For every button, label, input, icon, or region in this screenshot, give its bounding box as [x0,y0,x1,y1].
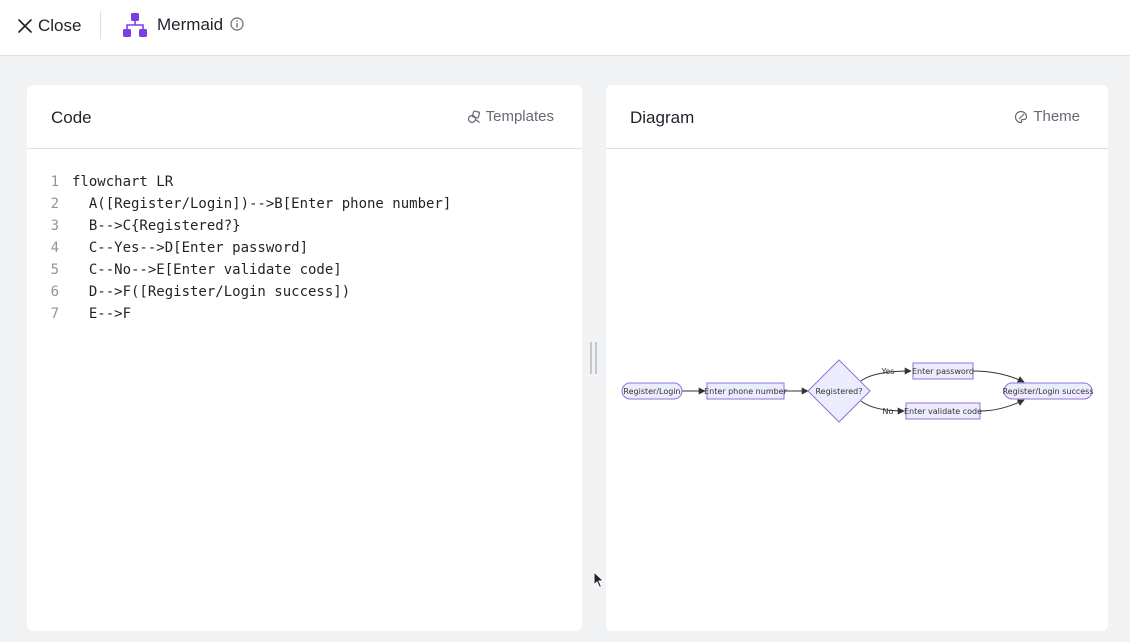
close-icon [18,19,32,33]
node-registered-decision: Registered? [807,359,871,423]
node-label: Enter phone number [704,387,788,396]
edge-label-yes: Yes [881,367,895,376]
line-number: 7 [50,306,59,322]
node-label: Registered? [815,387,862,396]
code-line: 7 E-->F [27,303,582,325]
flowchart-icon [123,13,147,37]
code-line: 2 A([Register/Login])-->B[Enter phone nu… [27,193,582,215]
code-panel-title: Code [51,108,92,127]
code-text: A([Register/Login])-->B[Enter phone numb… [72,196,452,212]
node-label: Enter password [912,367,974,376]
node-enter-phone: Enter phone number [704,382,788,400]
line-number: 1 [50,174,59,190]
code-editor[interactable]: 1 flowchart LR 2 A([Register/Login])-->B[… [27,171,582,325]
code-text: C--Yes-->D[Enter password] [72,240,309,256]
theme-button[interactable]: Theme [1014,108,1080,125]
mouse-cursor-icon [593,571,605,589]
close-button[interactable]: Close [18,14,81,38]
templates-icon [467,109,480,123]
code-panel: Code Templates 1 flowchart LR 2 A([Regist… [27,85,582,631]
node-label: Register/Login success [1002,387,1093,396]
top-bar: Close Mermaid [0,0,1130,56]
code-text: D-->F([Register/Login success]) [72,284,351,300]
panel-resize-handle[interactable] [590,342,598,374]
theme-label: Theme [1033,108,1080,125]
line-number: 6 [50,284,59,300]
mermaid-diagram[interactable]: Yes No Register/Login Enter phone number… [606,149,1108,631]
code-panel-header: Code Templates [27,85,582,149]
diagram-panel-title: Diagram [630,108,695,127]
node-label: Register/Login [623,387,680,396]
palette-icon [1015,110,1028,123]
line-number: 5 [50,262,59,278]
code-text: flowchart LR [72,174,174,190]
line-number: 2 [50,196,59,212]
code-text: B-->C{Registered?} [72,218,241,234]
code-line: 4 C--Yes-->D[Enter password] [27,237,582,259]
edge-e-f [979,399,1025,412]
code-line: 1 flowchart LR [27,171,582,193]
diagram-panel-header: Diagram Theme [606,85,1108,149]
close-label: Close [38,16,82,35]
templates-button[interactable]: Templates [467,108,554,125]
topbar-divider [100,11,101,39]
edge-label-no: No [883,407,894,416]
edge-c-d [860,367,912,382]
node-register-login: Register/Login [621,382,683,400]
line-number: 4 [50,240,59,256]
node-enter-validate-code: Enter validate code [904,402,982,420]
line-number: 3 [50,218,59,234]
node-register-login-success: Register/Login success [1002,382,1094,400]
code-line: 6 D-->F([Register/Login success]) [27,281,582,303]
info-icon[interactable] [230,17,244,31]
node-label: Enter validate code [904,407,982,416]
app-title: Mermaid [157,15,224,34]
node-enter-password: Enter password [912,362,974,380]
templates-label: Templates [485,108,554,125]
code-line: 5 C--No-->E[Enter validate code] [27,259,582,281]
code-text: E-->F [72,306,132,322]
diagram-panel: Diagram Theme Yes No Register/Login [606,85,1108,631]
edge-c-e [860,400,905,415]
code-line: 3 B-->C{Registered?} [27,215,582,237]
code-text: C--No-->E[Enter validate code] [72,262,342,278]
edge-d-f [972,370,1025,383]
